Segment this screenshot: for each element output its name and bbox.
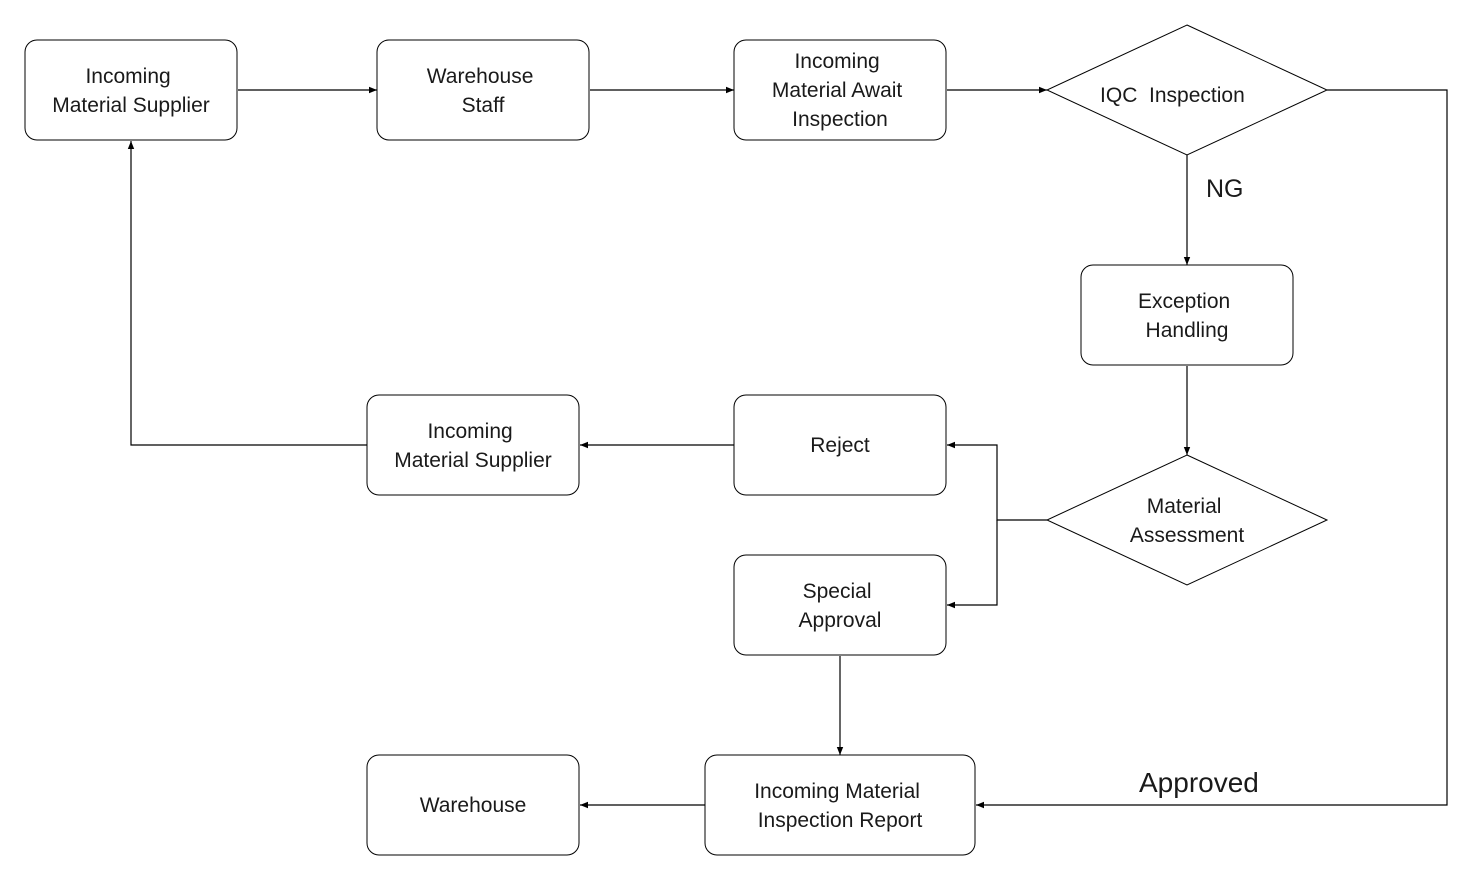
node-label-line: Handling xyxy=(1146,319,1229,342)
node-label-line: IQC Inspection xyxy=(1100,84,1245,107)
svg-text:Reject: Reject xyxy=(810,434,870,457)
node-label-line: Incoming xyxy=(85,65,170,88)
node-label-line: Warehouse xyxy=(420,794,527,817)
node-incoming-material-supplier-mid: Incoming Material Supplier xyxy=(366,394,580,496)
svg-text:Incoming Material Suppli: Incoming Material Supplier xyxy=(394,420,552,472)
node-label-line: Inspection Report xyxy=(758,809,923,832)
node-label-line: Inspection xyxy=(792,108,888,131)
edge-assessment-to-reject xyxy=(947,441,1047,521)
svg-text:Material Assessment: Material Assessment xyxy=(1130,495,1245,547)
node-label-line: Material Supplier xyxy=(394,449,552,472)
node-label-line: Material Await xyxy=(772,79,903,102)
node-warehouse-staff: Warehouse Staff xyxy=(376,39,590,141)
node-label-line: Warehouse xyxy=(427,65,534,88)
node-label-line: Special xyxy=(803,580,872,603)
edge-iqc-approved-to-report xyxy=(976,89,1448,809)
svg-text:Warehouse Staff: Warehouse Staff xyxy=(427,65,539,117)
node-incoming-material-inspection-report: Incoming Material Inspection Report xyxy=(704,754,976,856)
svg-text:Incoming Material Inspec: Incoming Material Inspection Report xyxy=(754,780,926,832)
node-label-line: Reject xyxy=(810,434,870,457)
node-label-line: Assessment xyxy=(1130,524,1245,547)
node-label-line: Material Supplier xyxy=(52,94,210,117)
node-special-approval: Special Approval xyxy=(733,554,947,656)
node-label-line: Incoming Material xyxy=(754,780,920,803)
edge-assessment-to-special-approval xyxy=(947,520,998,609)
svg-text:IQC Inspection: IQC Inspection xyxy=(0,0,1274,107)
svg-text:Warehouse: Warehouse xyxy=(420,794,527,817)
node-label-line: Incoming xyxy=(427,420,512,443)
svg-text:Exception Handling: Exception Handling xyxy=(1138,290,1236,342)
svg-text:Incoming Material Suppli: Incoming Material Supplier xyxy=(52,65,210,117)
node-label-line: Material xyxy=(1147,495,1222,518)
node-label-line: Approval xyxy=(799,609,882,632)
edge-supplier-back-to-top-supplier xyxy=(127,141,367,446)
node-iqc-inspection-decision: IQC Inspection xyxy=(0,0,1329,156)
node-material-assessment-decision: Material Assessment xyxy=(1045,454,1329,586)
svg-text:Incoming Material Await: Incoming Material Await Inspection xyxy=(772,50,908,131)
node-exception-handling: Exception Handling xyxy=(1080,264,1294,366)
node-label-line: Exception xyxy=(1138,290,1230,313)
edge-label-ng: NG xyxy=(1206,175,1244,203)
node-label-line: Incoming xyxy=(794,50,879,73)
node-reject: Reject xyxy=(733,394,947,496)
node-warehouse: Warehouse xyxy=(366,754,580,856)
node-incoming-material-await-inspection: Incoming Material Await Inspection xyxy=(733,39,947,141)
node-label-line: Staff xyxy=(462,94,505,117)
edges xyxy=(127,86,1448,809)
edge-label-approved: Approved xyxy=(1139,767,1259,798)
svg-text:Special Approval: Special Approval xyxy=(799,580,882,632)
node-incoming-material-supplier-top: Incoming Material Supplier xyxy=(24,39,238,141)
